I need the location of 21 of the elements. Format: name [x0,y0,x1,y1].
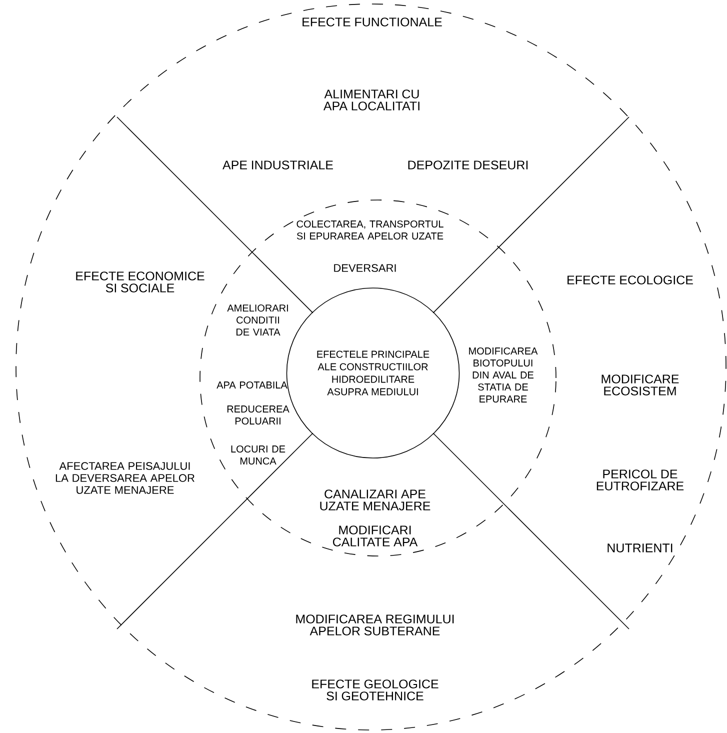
area-label: LOCURI DE MUNCA [231,445,286,465]
area-label: MODIFICAREA REGIMULUI APELOR SUBTERANE [296,614,454,636]
area-label: MODIFICARI CALITATE APA [332,526,418,546]
area-label: AFECTAREA PEISAJULUI LA DEVERSAREA APELOR UZATE MENAJERE [56,462,194,494]
area-label: NUTRIENTI [608,544,672,552]
area-label: EFECTE ECOLOGICE [568,276,693,284]
area-label: APE INDUSTRIALE [222,160,333,170]
area-label: CANALIZARI APE UZATE MENAJERE [320,490,430,510]
area-label: DEVERSARI [334,264,396,272]
area-label: EFECTE GEOLOGICE SI GEOTEHNICE [312,680,438,700]
area-label: COLECTAREA, TRANSPORTUL SI EPURAREA APELOR UZATE [296,220,444,240]
area-label: EFECTE FUNCTIONALE [302,18,442,26]
area-label: AMELIORARI CONDITII DE VIATA [227,304,288,336]
area-label: DEPOZITE DESEURI [408,160,528,170]
area-label: EFECTE ECONOMICE SI SOCIALE [76,272,204,292]
dashed-circle [16,4,726,730]
area-label: MODIFICARE ECOSISTEM [602,374,679,396]
area-label: MODIFICAREA BIOTOPULUI DIN AVAL DE STATIA DE EPURARE [469,347,538,403]
area-label: ALIMENTARI CU APA LOCALITATI [323,90,420,110]
area-label: PERICOL DE EUTROFIZARE [596,470,684,490]
area-label: APA POTABILA [216,381,288,389]
